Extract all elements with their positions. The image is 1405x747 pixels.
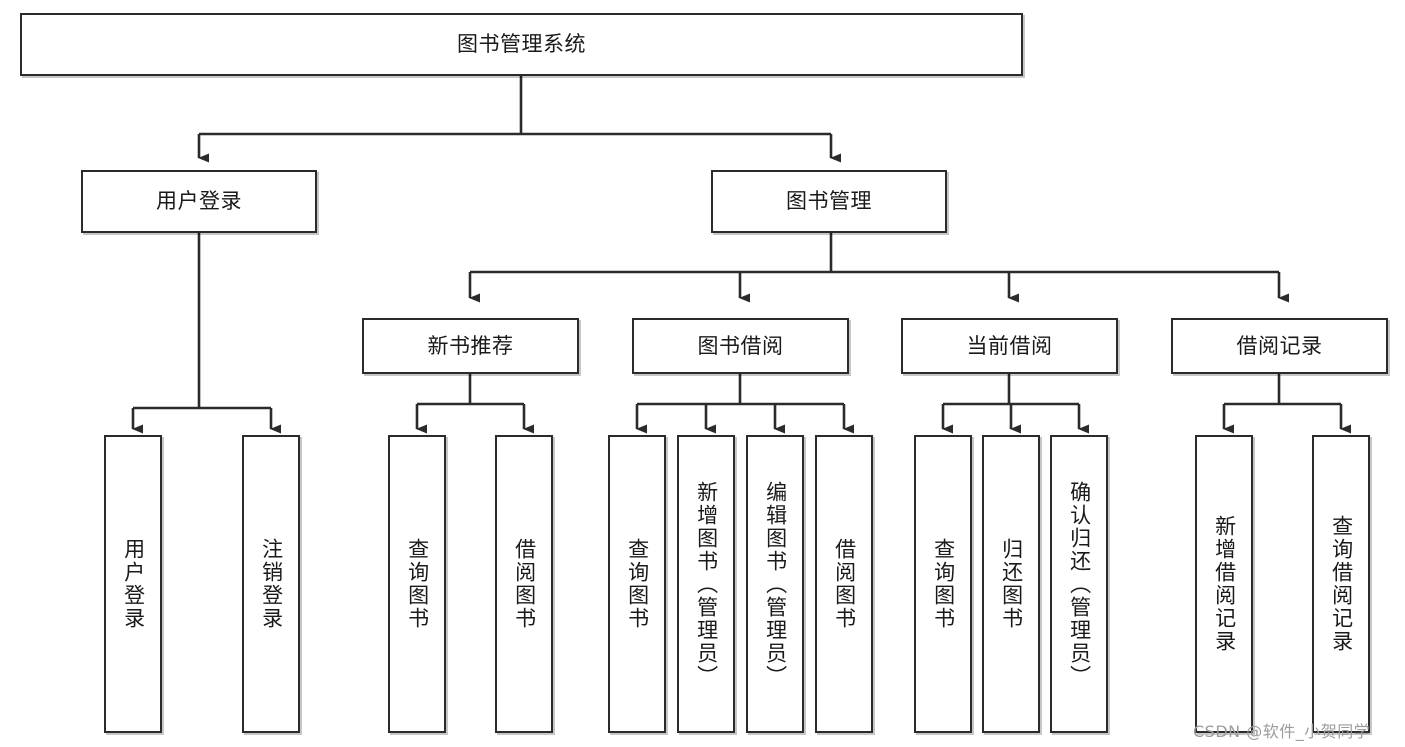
node-new-book-recommend[interactable]: 新书推荐 [362,318,579,374]
node-leaf-query-book-3-label: 查询图书 [931,538,956,630]
node-leaf-logout-login[interactable]: 注销登录 [242,435,300,733]
node-leaf-return-book[interactable]: 归还图书 [982,435,1040,733]
node-leaf-edit-book-admin[interactable]: 编辑图书（管理员） [746,435,804,733]
node-borrow-record-label: 借阅记录 [1236,333,1323,358]
node-leaf-confirm-return-admin-label: 确认归还（管理员） [1067,480,1092,688]
node-leaf-edit-book-admin-label: 编辑图书（管理员） [763,480,788,688]
node-leaf-add-borrow-record-label: 新增借阅记录 [1212,515,1237,653]
node-leaf-borrow-book-1-label: 借阅图书 [512,538,537,630]
node-user-login-label: 用户登录 [156,189,242,214]
node-current-borrow[interactable]: 当前借阅 [901,318,1118,374]
watermark-text: CSDN @软件_小贺同学 [1193,722,1371,741]
node-user-login[interactable]: 用户登录 [81,170,317,233]
node-borrow-record[interactable]: 借阅记录 [1171,318,1388,374]
node-leaf-add-book-admin[interactable]: 新增图书（管理员） [677,435,735,733]
node-book-borrow[interactable]: 图书借阅 [632,318,849,374]
node-leaf-query-borrow-record[interactable]: 查询借阅记录 [1312,435,1370,733]
node-leaf-confirm-return-admin[interactable]: 确认归还（管理员） [1050,435,1108,733]
node-current-borrow-label: 当前借阅 [966,333,1053,358]
node-book-borrow-label: 图书借阅 [697,333,784,358]
node-new-book-recommend-label: 新书推荐 [427,333,514,358]
node-root[interactable]: 图书管理系统 [20,13,1023,76]
node-leaf-borrow-book-2-label: 借阅图书 [832,538,857,630]
node-leaf-query-book-3[interactable]: 查询图书 [914,435,972,733]
node-leaf-query-book-1-label: 查询图书 [405,538,430,630]
node-book-manage-label: 图书管理 [786,189,872,214]
node-leaf-logout-login-label: 注销登录 [259,538,284,630]
node-leaf-user-login[interactable]: 用户登录 [104,435,162,733]
node-leaf-borrow-book-1[interactable]: 借阅图书 [495,435,553,733]
node-root-label: 图书管理系统 [457,32,586,57]
node-leaf-query-book-1[interactable]: 查询图书 [388,435,446,733]
node-book-manage[interactable]: 图书管理 [711,170,947,233]
node-leaf-add-borrow-record[interactable]: 新增借阅记录 [1195,435,1253,733]
node-leaf-query-book-2[interactable]: 查询图书 [608,435,666,733]
node-leaf-query-borrow-record-label: 查询借阅记录 [1329,515,1354,653]
node-leaf-query-book-2-label: 查询图书 [625,538,650,630]
node-leaf-borrow-book-2[interactable]: 借阅图书 [815,435,873,733]
node-leaf-add-book-admin-label: 新增图书（管理员） [694,480,719,688]
node-leaf-user-login-label: 用户登录 [121,538,146,630]
node-leaf-return-book-label: 归还图书 [999,538,1024,630]
